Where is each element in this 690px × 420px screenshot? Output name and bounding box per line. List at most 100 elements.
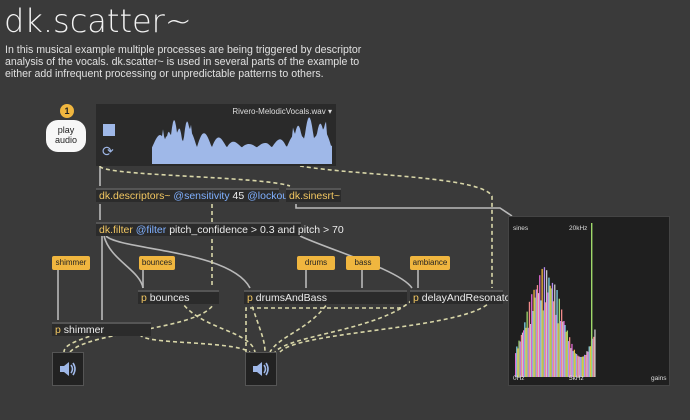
spectrum-bar [565, 331, 567, 377]
spectrum-bar [573, 349, 575, 377]
object-name: dk.filter [99, 224, 133, 236]
subpatcher-prefix: p [55, 324, 61, 336]
spectrum-bar [587, 351, 589, 377]
cord-filter-bounces [103, 235, 144, 289]
spectrum-bar [584, 354, 586, 377]
message-drums[interactable]: drums [297, 256, 335, 270]
file-name: Rivero-MelodicVocals.wav [232, 107, 326, 116]
spectrum-bar [577, 355, 579, 377]
spectrum-bar [579, 356, 581, 377]
spectrum-bar [542, 310, 544, 377]
chevron-down-icon: ▾ [327, 107, 332, 116]
spectrum-bar [593, 336, 595, 377]
message-bounces[interactable]: bounces [139, 256, 175, 270]
cord-player-delay [299, 165, 493, 288]
spectrum-bar [533, 289, 535, 377]
scope-label-freq: 20kHz [569, 225, 588, 232]
spectrum-bar [561, 309, 563, 377]
cord-bounces-dac2 [179, 299, 256, 353]
spectrum-bar [524, 322, 526, 377]
play-audio-hint[interactable]: play audio [46, 120, 86, 152]
spectrum-bar [582, 356, 585, 377]
filter-object[interactable]: dk.filter @filter pitch_confidence > 0.3… [96, 222, 344, 236]
audio-output-1[interactable] [52, 352, 84, 386]
bounces-subpatcher[interactable]: p bounces [138, 290, 219, 304]
subpatcher-name: bounces [149, 292, 190, 304]
spectrum-bar [558, 298, 560, 377]
speaker-icon [253, 362, 269, 376]
spectrum-bar [564, 325, 566, 377]
scope-label-sines: sines [513, 225, 529, 232]
message-shimmer[interactable]: shimmer [52, 256, 90, 270]
spectrum-bar [517, 348, 519, 377]
filter-expression: pitch_confidence > 0.3 and pitch > 70 [169, 224, 344, 236]
file-dropdown[interactable]: Rivero-MelodicVocals.wav ▾ [232, 107, 332, 116]
subpatcher-name: shimmer [63, 324, 105, 336]
sines-spectrum-display: sines 20kHz 0Hz 5kHz gains [508, 216, 670, 386]
spectrum-bar [544, 302, 547, 377]
cord-delay-dac2b [279, 299, 493, 353]
drums-and-bass-subpatcher[interactable]: p drumsAndBass [244, 290, 407, 304]
spectrum-bar [551, 282, 554, 377]
subpatcher-prefix: p [141, 292, 147, 304]
spectrum-bar [566, 330, 568, 377]
cord-shimmer-dac [63, 333, 97, 353]
waveform-display [152, 117, 332, 164]
descriptors-object[interactable]: dk.descriptors~ @sensitivity 45 @lockout… [96, 188, 312, 202]
subpatcher-name: delayAndResonator [421, 292, 514, 304]
value-sensitivity: 45 [232, 190, 245, 202]
object-name: dk.descriptors~ [99, 190, 171, 202]
play-stop-button[interactable] [103, 124, 115, 136]
cord-delay-dac2 [274, 299, 413, 353]
sinesrt-object[interactable]: dk.sinesrt~ [286, 188, 341, 202]
spectrum-bar [567, 341, 570, 377]
spectrum-bar [554, 284, 556, 377]
scope-label-zero: 0Hz [513, 375, 525, 382]
spectrum-bar [571, 343, 573, 377]
spectrum-bar [534, 297, 536, 377]
spectrum-bar [559, 321, 562, 377]
spectrum-bar [516, 346, 518, 377]
message-bass[interactable]: bass [346, 256, 380, 270]
cord-filter-drums [105, 235, 251, 289]
delay-resonator-subpatcher[interactable]: p delayAndResonator [410, 290, 514, 304]
spectrum-bar [518, 340, 520, 377]
spectrum-bar [531, 294, 533, 377]
spectrum-bar [578, 356, 580, 377]
spectrum-bar [594, 329, 596, 377]
spectrum-bar [527, 327, 529, 377]
spectrum-bar [529, 324, 532, 377]
spectrum-bar [574, 353, 577, 377]
spectrum-bar [550, 288, 552, 377]
spectrum-bar [562, 321, 564, 377]
spectrum-bar [521, 332, 524, 377]
audio-output-2[interactable] [245, 352, 277, 386]
attr-lockout: @lockout [247, 190, 292, 202]
spectrum-bar [535, 289, 537, 377]
waveform-shape [152, 117, 332, 164]
description-text: In this musical example multiple process… [5, 44, 362, 80]
spectrum-bar [548, 277, 550, 377]
spectrum-bar [592, 338, 594, 377]
spectrum-bar [588, 346, 590, 377]
spectrum-bar [526, 311, 528, 377]
message-ambiance[interactable]: ambiance [410, 256, 450, 270]
spectrum-bar [540, 300, 542, 377]
spectrum-bar [569, 337, 571, 377]
spectrum-bar [581, 356, 583, 377]
spectrum-bar [528, 301, 531, 377]
audio-player[interactable]: Rivero-MelodicVocals.wav ▾ ⟳ [96, 104, 336, 166]
spectrum-bar [555, 314, 557, 377]
spectrum-bar [515, 353, 517, 377]
loop-icon[interactable]: ⟳ [102, 143, 114, 159]
spectrum-bar [547, 292, 549, 377]
scope-label-gains: gains [651, 375, 667, 382]
spectrum-bar [557, 323, 559, 377]
spectrum-bar [523, 330, 525, 377]
speaker-icon [60, 362, 76, 376]
spectrum-bar [570, 348, 572, 377]
spectrum-bar [525, 327, 527, 377]
step-badge: 1 [60, 104, 74, 118]
shimmer-subpatcher[interactable]: p shimmer [52, 322, 151, 336]
